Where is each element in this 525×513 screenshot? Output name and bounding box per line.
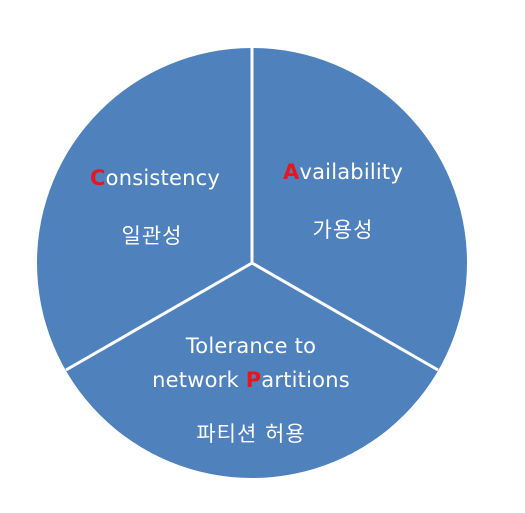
divider-right [251,261,439,372]
consistency-korean: 일관성 [121,224,183,248]
divider-left [65,261,253,372]
consistency-initial: C [90,166,106,190]
partition-korean: 파티션 허용 [196,422,306,446]
partition-label-line1: Tolerance to [185,334,317,358]
availability-rest: vailability [299,160,403,184]
partition-rest: artitions [261,368,350,392]
availability-korean: 가용성 [312,218,374,242]
consistency-label: Consistency [90,166,220,190]
availability-initial: A [283,160,300,184]
partition-initial: P [245,368,262,392]
partition-prefix: network [152,368,246,392]
availability-label: Availability [283,160,403,184]
consistency-rest: onsistency [105,166,220,190]
partition-label-line2: network Partitions [152,368,350,392]
